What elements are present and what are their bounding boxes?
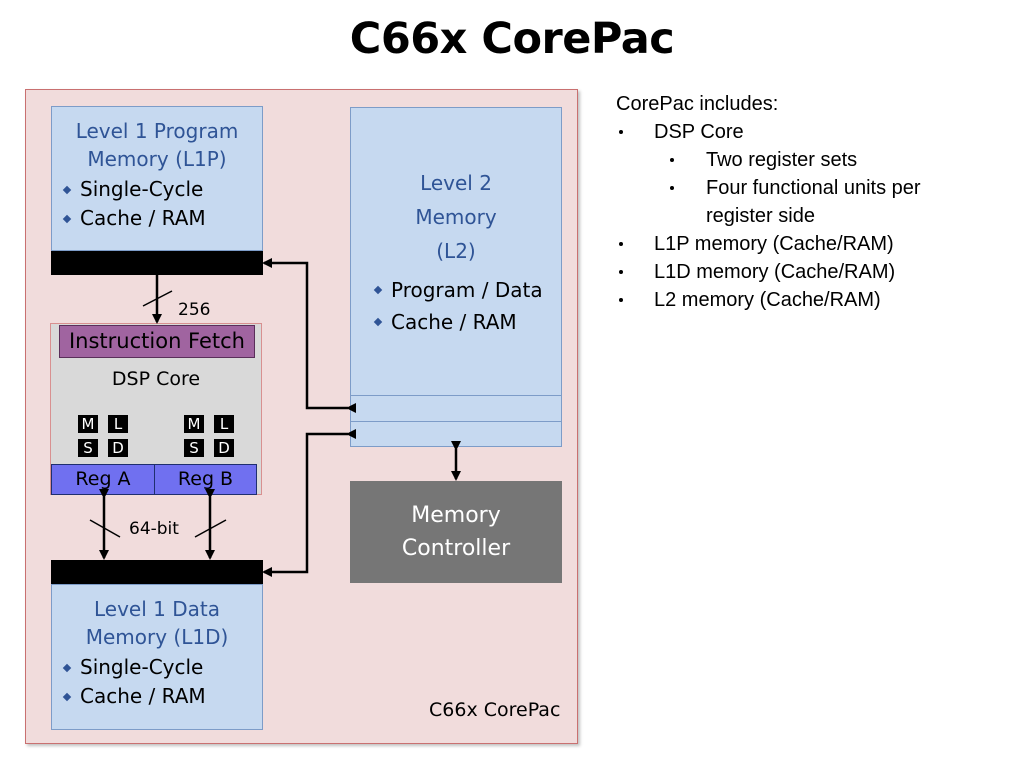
l1d-title-line2: Memory (L1D) bbox=[85, 625, 229, 649]
unit-s-b: S bbox=[184, 439, 204, 457]
l2-l1d-arrow bbox=[262, 429, 356, 577]
bullet-dot-icon bbox=[616, 258, 654, 286]
bus-256-label: 256 bbox=[178, 300, 211, 320]
features-heading: CorePac includes: bbox=[616, 93, 779, 115]
bus-slash bbox=[89, 519, 121, 538]
list-item: L1D memory (Cache/RAM) bbox=[616, 258, 1016, 286]
l2-title-line2: Memory bbox=[415, 205, 497, 229]
memory-controller-block: Memory Controller bbox=[350, 481, 562, 583]
sub-list-item: Four functional units per register side bbox=[666, 174, 1016, 230]
l1d-memory-block: Level 1 Data Memory (L1D) Single-Cycle C… bbox=[51, 584, 263, 730]
l2-l1p-arrow bbox=[262, 258, 356, 413]
l1p-bullet: Cache / RAM bbox=[62, 204, 262, 233]
unit-m-a: M bbox=[78, 415, 98, 433]
l2-port-divider bbox=[350, 395, 562, 396]
sub-list-item: Two register sets bbox=[666, 146, 1016, 174]
bullet-dot-icon bbox=[616, 286, 654, 314]
unit-d-b: D bbox=[214, 439, 234, 457]
l2-bullet: Program / Data bbox=[373, 274, 561, 306]
l1p-title-line2: Memory (L1P) bbox=[87, 147, 227, 171]
bus-slash bbox=[194, 519, 227, 538]
l1p-bus-bar bbox=[51, 251, 263, 275]
bullet-dot-icon bbox=[616, 118, 654, 146]
list-item: L1P memory (Cache/RAM) bbox=[616, 230, 1016, 258]
memory-controller-line2: Controller bbox=[401, 536, 511, 561]
l1p-memory-block: Level 1 Program Memory (L1P) Single-Cycl… bbox=[51, 106, 263, 251]
list-item: DSP Core bbox=[616, 118, 1016, 146]
slide-title: C66x CorePac bbox=[349, 14, 675, 64]
bus-64bit-label: 64-bit bbox=[129, 519, 179, 539]
bullet-dot-icon bbox=[666, 146, 706, 174]
unit-m-b: M bbox=[184, 415, 204, 433]
l1p-title-line1: Level 1 Program bbox=[75, 119, 239, 143]
bus-slash bbox=[142, 290, 173, 307]
l2-bullet: Cache / RAM bbox=[373, 306, 561, 338]
l2-title-line1: Level 2 bbox=[420, 171, 492, 195]
bullet-dot-icon bbox=[666, 174, 706, 230]
l2-title-line3: (L2) bbox=[436, 239, 476, 263]
list-item: L2 memory (Cache/RAM) bbox=[616, 286, 1016, 314]
instruction-fetch-block: Instruction Fetch bbox=[59, 325, 255, 358]
bullet-dot-icon bbox=[616, 230, 654, 258]
l2-port-divider bbox=[350, 421, 562, 422]
corepac-label: C66x CorePac bbox=[429, 699, 561, 721]
dsp-core-label: DSP Core bbox=[111, 368, 201, 390]
l1d-title-line1: Level 1 Data bbox=[94, 597, 220, 621]
unit-l-a: L bbox=[108, 415, 128, 433]
l1p-bullet: Single-Cycle bbox=[62, 175, 262, 204]
unit-d-a: D bbox=[108, 439, 128, 457]
l1d-bus-bar bbox=[51, 560, 263, 584]
register-a: Reg A bbox=[51, 464, 155, 495]
l2-memory-block: Level 2 Memory (L2) Program / Data Cache… bbox=[350, 107, 562, 447]
unit-l-b: L bbox=[214, 415, 234, 433]
l1d-bullet: Cache / RAM bbox=[62, 682, 262, 711]
corepac-features-list: CorePac includes: DSP Core Two register … bbox=[616, 90, 1016, 314]
l1d-bullet: Single-Cycle bbox=[62, 653, 262, 682]
memory-controller-line1: Memory bbox=[411, 503, 501, 528]
unit-s-a: S bbox=[78, 439, 98, 457]
